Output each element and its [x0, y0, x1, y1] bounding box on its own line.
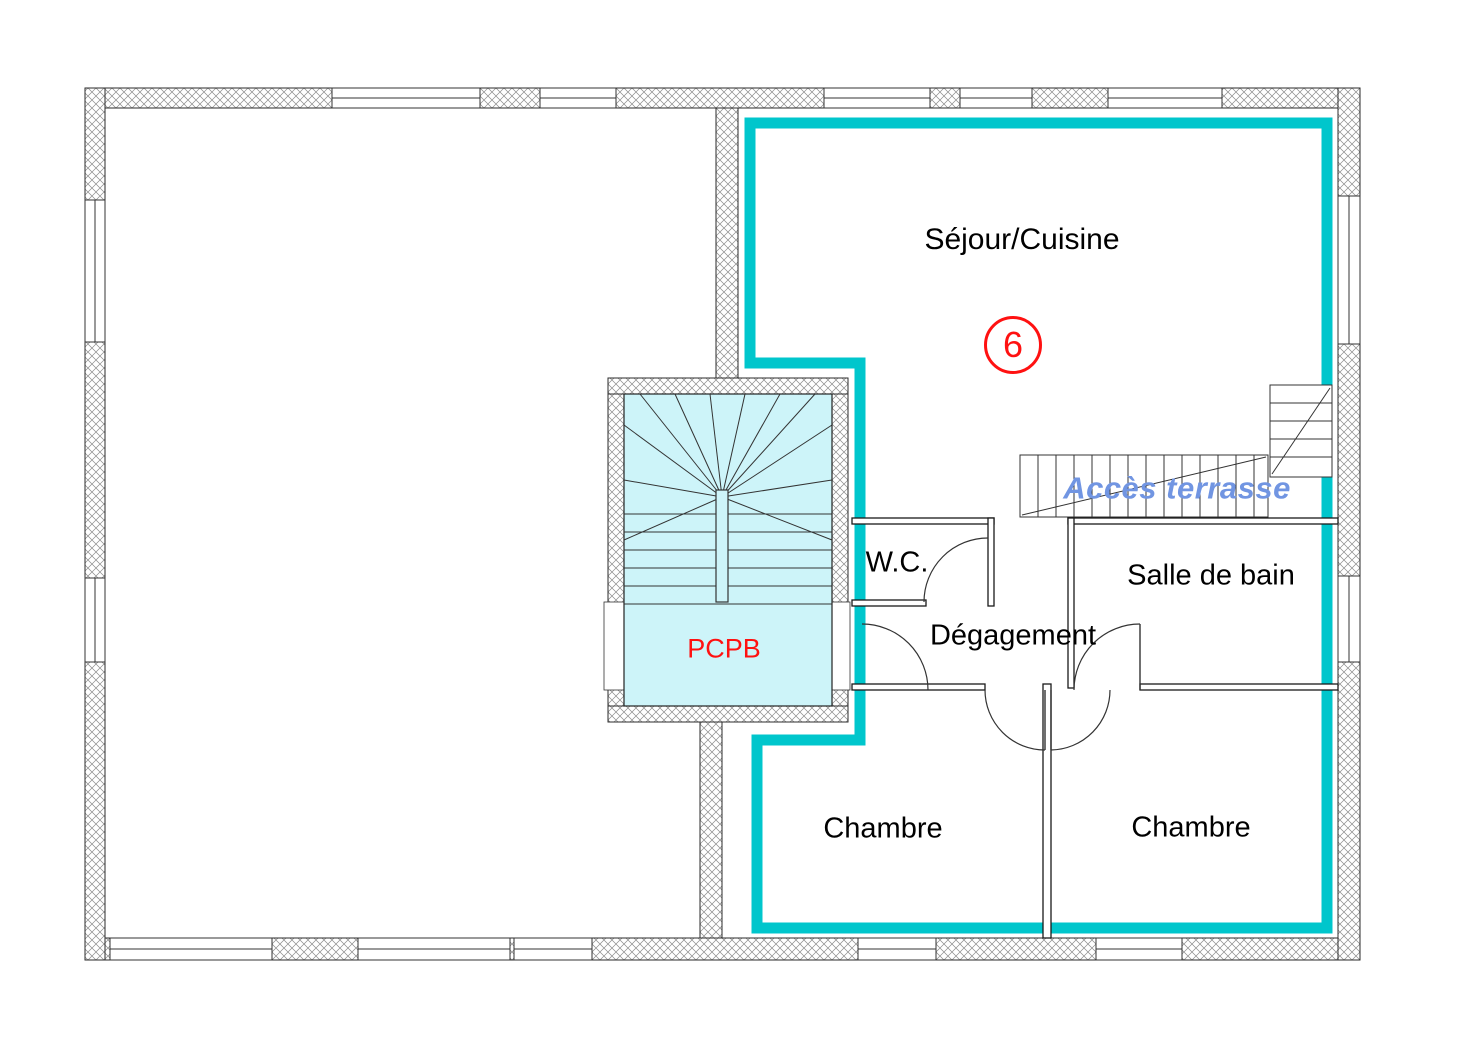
room-label-degagement: Dégagement — [929, 619, 1097, 652]
windows — [84, 87, 1361, 961]
room-label-chambre-right: Chambre — [1131, 811, 1251, 844]
room-label-sejour-cuisine: Séjour/Cuisine — [924, 223, 1120, 256]
room-label-wc: W.C. — [865, 546, 929, 579]
room-label-chambre-left: Chambre — [823, 812, 943, 845]
room-label-pcpb: PCPB — [687, 633, 761, 664]
unit-number-badge: 6 — [984, 316, 1042, 374]
terrace-stairs — [1019, 384, 1333, 518]
door-arcs — [861, 537, 1141, 751]
room-label-salle-de-bain: Salle de bain — [1127, 559, 1295, 592]
stairwell-walls — [603, 377, 851, 723]
interior-walls — [851, 517, 1339, 939]
staircase — [623, 393, 833, 707]
unit-number: 6 — [1002, 324, 1024, 365]
terrace-access-note: Accès terrasse — [1063, 470, 1291, 506]
